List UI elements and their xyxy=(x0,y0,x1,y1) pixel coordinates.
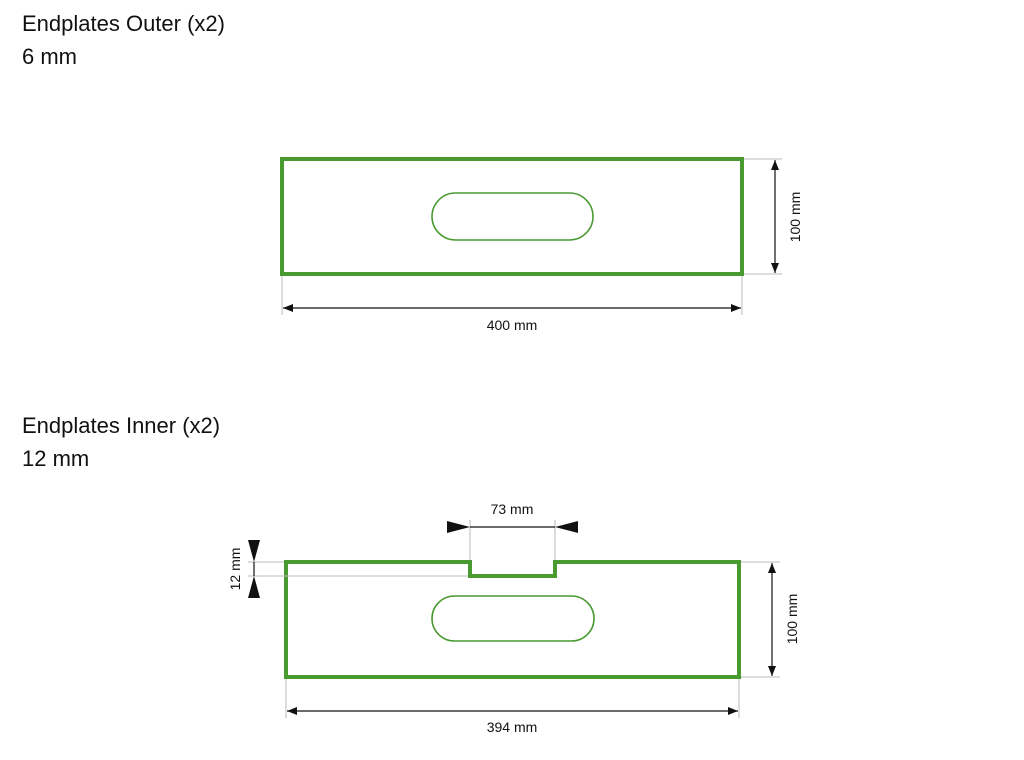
arrow-icon xyxy=(447,521,470,533)
inner-plate-outline xyxy=(284,560,741,679)
arrow-icon xyxy=(555,521,578,533)
inner-width-label: 394 mm xyxy=(487,719,538,735)
notch-depth-label: 12 mm xyxy=(227,548,243,591)
outer-plate: 400 mm 100 mm xyxy=(280,157,803,333)
inner-title: Endplates Inner (x2) xyxy=(22,413,221,438)
outer-plate-outline xyxy=(280,157,744,276)
outer-title: Endplates Outer (x2) xyxy=(22,11,225,36)
inner-thickness: 12 mm xyxy=(22,446,90,471)
inner-slot xyxy=(431,595,595,642)
outer-height-label: 100 mm xyxy=(787,192,803,243)
inner-height-label: 100 mm xyxy=(784,594,800,645)
notch-width-label: 73 mm xyxy=(491,501,534,517)
arrow-icon xyxy=(248,540,260,562)
outer-width-label: 400 mm xyxy=(487,317,538,333)
inner-plate: 73 mm 12 mm 394 mm 100 mm xyxy=(227,501,800,735)
outer-slot xyxy=(431,192,594,241)
outer-thickness: 6 mm xyxy=(22,44,77,69)
arrow-icon xyxy=(248,576,260,598)
